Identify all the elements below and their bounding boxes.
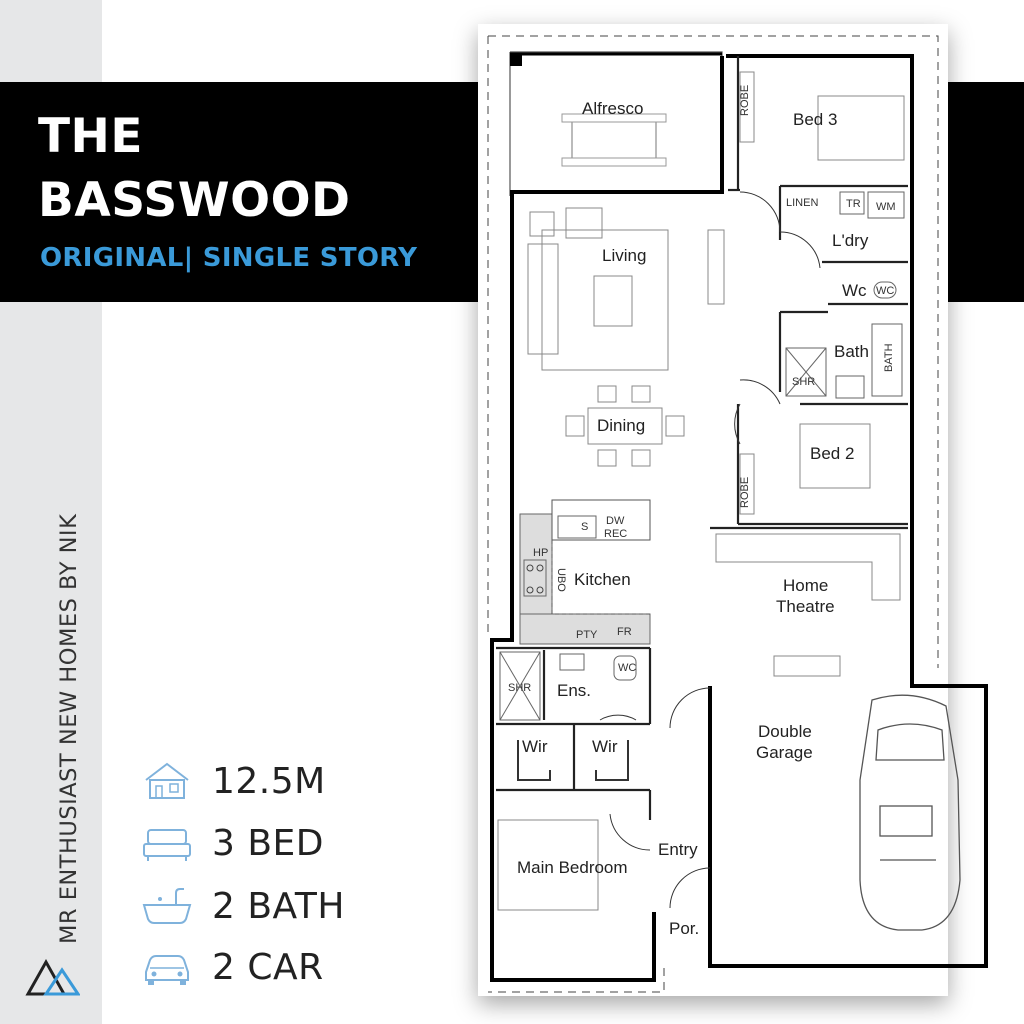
label-fridge: FR [617,626,632,638]
label-kitchen: Kitchen [574,570,631,589]
label-porch: Por. [669,919,699,938]
bed-furniture [497,71,905,911]
theatre-furniture [715,533,901,677]
dining-table [565,385,685,467]
label-bath-fixture: BATH [883,343,895,372]
label-robe-bed2: ROBE [739,477,751,508]
label-bed-2: Bed 2 [810,444,854,463]
brand-logo-icon [25,958,80,996]
label-main-bedroom: Main Bedroom [517,858,628,877]
label-wir-1: Wir [522,737,548,756]
label-living: Living [602,246,646,265]
label-pantry: PTY [576,629,598,641]
label-wc-ensuite: WC [618,662,636,674]
bed-icon [143,829,191,861]
interior-walls [496,56,908,820]
label-laundry: L'dry [832,231,869,250]
label-home-theatre-1: Home [783,576,828,595]
stat-bed: 3 BED [140,818,324,868]
house-width-icon [145,762,189,799]
kitchen-area [519,499,651,645]
stat-car: 2 CAR [140,942,324,992]
label-bath: Bath [834,342,869,361]
label-robe-bed3: ROBE [739,85,751,116]
label-shower-main: SHR [792,376,815,388]
label-linen: LINEN [786,197,818,209]
stat-width-value: 12.5M [212,760,326,802]
title-line-2: BASSWOOD [38,173,351,228]
label-wm: WM [876,201,896,213]
label-wc-fixture: WC [876,285,894,297]
bathtub-icon [142,888,192,924]
label-garage-2: Garage [756,743,813,762]
label-wc: Wc [842,281,867,300]
label-shower-ensuite: SHR [508,682,531,694]
stat-width: 12.5M [140,756,326,806]
label-ubo: UBO [555,568,567,592]
label-home-theatre-2: Theatre [776,597,835,616]
label-hp: HP [533,547,548,559]
car-icon [145,955,189,985]
exterior-walls [490,54,988,982]
label-wir-2: Wir [592,737,618,756]
label-dining: Dining [597,416,645,435]
label-dw: DW [606,515,625,527]
door-swings [599,191,821,909]
stat-bed-value: 3 BED [212,822,325,864]
label-tr: TR [846,198,861,210]
label-bed-3: Bed 3 [793,110,837,129]
stat-bath-value: 2 BATH [212,885,345,927]
label-rec: REC [604,528,627,540]
subtitle: ORIGINAL| SINGLE STORY [40,243,418,273]
car-icon [859,694,961,931]
label-ensuite: Ens. [557,681,591,700]
wet-areas [499,191,905,721]
site-boundary [487,35,939,993]
stat-bath: 2 BATH [140,881,345,931]
alfresco-area [509,51,723,196]
stat-car-value: 2 CAR [212,946,324,988]
living-furniture [527,207,725,371]
title-line-1: THE [38,109,144,164]
label-alfresco: Alfresco [582,99,643,118]
label-garage-1: Double [758,722,812,741]
wir-robes [517,740,629,781]
label-entry: Entry [658,840,698,859]
label-sink: S [581,521,588,533]
